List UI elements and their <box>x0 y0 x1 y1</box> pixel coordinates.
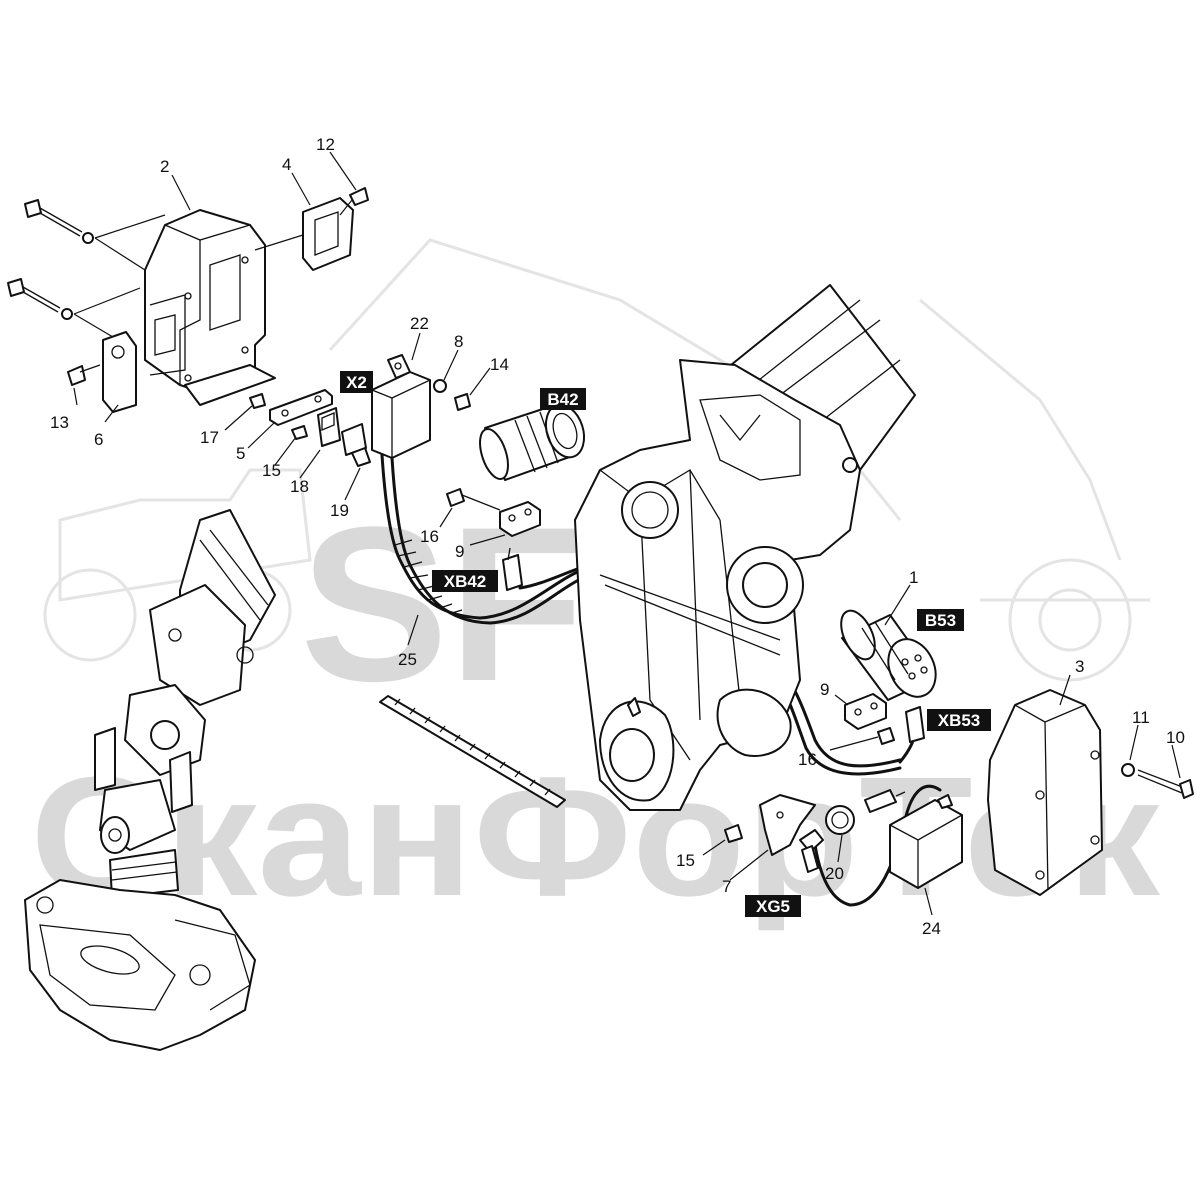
connector-tags: X2 B42 XB42 B53 XB53 XG5 <box>340 371 991 917</box>
watermark: SFT СканФорТек <box>30 238 1161 932</box>
connector-tag-label: X2 <box>346 373 367 392</box>
part-number-label: 9 <box>455 542 464 561</box>
part-number-label: 15 <box>676 851 695 870</box>
junction-box-24 <box>889 794 963 889</box>
part-number-label: 13 <box>50 413 69 432</box>
connector-tag-xg5: XG5 <box>745 895 801 917</box>
part-number-label: 12 <box>316 135 335 154</box>
part-number-label: 14 <box>490 355 509 374</box>
connector-bracket-5 <box>249 389 333 440</box>
connector-tag-b53: B53 <box>917 609 964 631</box>
plug-19 <box>341 423 371 467</box>
connector-tag-label: XB42 <box>444 572 487 591</box>
part-number-label: 16 <box>798 750 817 769</box>
connector-tag-label: XG5 <box>756 897 790 916</box>
long-bolt-lower <box>7 278 141 341</box>
part-number-label: 24 <box>922 919 941 938</box>
spiral-wrap-25 <box>379 695 566 808</box>
sensor-cylinder-b42 <box>479 403 586 481</box>
part-number-label: 17 <box>200 428 219 447</box>
inline-connector <box>864 789 906 813</box>
angled-connector-xg5 <box>799 829 824 873</box>
connector-xb53 <box>905 706 925 743</box>
part-number-label: 11 <box>1132 708 1150 727</box>
connector-tag-label: XB53 <box>938 711 981 730</box>
connector-tag-label: B42 <box>547 390 578 409</box>
part-number-label: 18 <box>290 477 309 496</box>
sensor-clamp-9a <box>446 488 541 537</box>
leader-lines <box>73 151 1181 916</box>
part-number-label: 2 <box>160 157 169 176</box>
connector-xb42 <box>502 547 523 591</box>
part-number-label: 22 <box>410 314 429 333</box>
part-number-labels: 2 4 12 13 6 22 8 14 17 5 15 18 19 16 9 2… <box>50 135 1185 938</box>
boom-joint-frame <box>574 359 861 811</box>
part-number-label: 25 <box>398 650 417 669</box>
part-number-label: 15 <box>262 461 281 480</box>
part-number-label: 4 <box>282 155 291 174</box>
part-number-label: 5 <box>236 444 245 463</box>
sensor-clamp-9b <box>844 693 895 745</box>
connector-plate-18 <box>317 407 341 447</box>
part-number-label: 1 <box>909 568 918 587</box>
control-module-22 <box>371 354 471 459</box>
spacer-plate <box>102 331 137 413</box>
cover-housing-3 <box>987 689 1103 896</box>
part-number-label: 16 <box>420 527 439 546</box>
long-bolt-upper <box>24 199 166 271</box>
part-number-label: 19 <box>330 501 349 520</box>
part-number-label: 8 <box>454 332 463 351</box>
grapple-rotator-assembly <box>24 509 276 1051</box>
part-number-label: 7 <box>722 877 731 896</box>
cover-plate-4 <box>254 187 369 271</box>
bracket-7 <box>724 794 816 856</box>
part-number-label: 6 <box>94 430 103 449</box>
connector-tag-b42: B42 <box>540 388 586 410</box>
connector-tag-label: B53 <box>925 611 956 630</box>
watermark-company: СканФорТек <box>30 742 1161 932</box>
part-number-label: 3 <box>1075 657 1084 676</box>
part-number-label: 9 <box>820 680 829 699</box>
cable-clamp-20 <box>825 805 855 835</box>
part-number-label: 20 <box>825 864 844 883</box>
screw-13 <box>67 364 101 386</box>
part-number-label: 10 <box>1166 728 1185 747</box>
bolt-10 <box>1121 763 1194 799</box>
connector-tag-x2: X2 <box>340 371 373 393</box>
bracket-housing <box>144 209 276 406</box>
connector-tag-xb42: XB42 <box>432 570 498 592</box>
connector-tag-xb53: XB53 <box>927 709 991 731</box>
sensor-cylinder-b53 <box>840 609 937 701</box>
